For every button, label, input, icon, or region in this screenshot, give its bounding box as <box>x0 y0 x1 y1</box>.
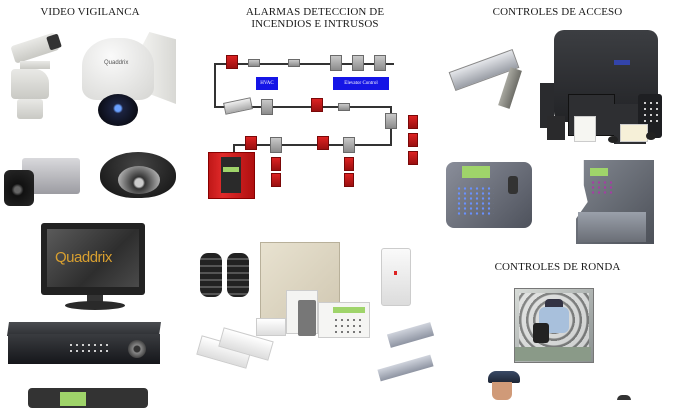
small-reader <box>547 116 565 140</box>
mini-dome-lens <box>118 166 160 194</box>
section-title-rounds: CONTROLES DE RONDA <box>494 261 621 273</box>
alarm-keypad <box>318 302 370 338</box>
beam-sensor <box>200 253 222 297</box>
control-module <box>385 113 397 129</box>
dome-camera-housing <box>82 38 154 100</box>
dvr-jog-dial <box>128 340 146 358</box>
diagram-wire <box>214 63 394 65</box>
pir-motion-sensor <box>381 248 411 306</box>
ptz-keyboard-image <box>28 388 148 408</box>
hand-reader-lcd <box>590 168 608 176</box>
dome-camera-image: Quaddrix <box>80 30 180 130</box>
section-title-alarms-line1: ALARMAS DETECCION DE <box>245 6 385 18</box>
horn-strobe <box>271 173 281 187</box>
monitor-neck <box>87 295 103 303</box>
magnetic-lock-image <box>448 40 528 110</box>
proximity-card <box>620 124 648 142</box>
smoke-module <box>248 59 260 67</box>
mini-dome-camera-image <box>100 150 180 202</box>
fingerprint-terminal-image <box>444 160 536 230</box>
diagram-wire <box>214 63 216 107</box>
fingerprint-terminal-keypad <box>456 186 494 216</box>
panel-center <box>221 157 241 193</box>
horn-strobe <box>344 157 354 171</box>
monitor-stand <box>65 301 125 310</box>
dome-camera-lens <box>98 94 138 126</box>
diagram-wire <box>214 106 390 108</box>
ptz-camera-bracket <box>20 61 50 69</box>
monitor-image: Quaddrix <box>35 221 147 313</box>
dvr-recorder-image <box>7 318 163 370</box>
overhead-door-contact <box>377 354 434 382</box>
keypad-keys <box>333 317 365 333</box>
fire-alarm-network-diagram: HVAC Elevator Control <box>200 45 440 205</box>
dome-camera-logo: Quaddrix <box>104 60 129 66</box>
section-title-alarms: ALARMAS DETECCION DE INCENDIOS E INTRUSO… <box>230 6 400 30</box>
beam-detector <box>223 97 253 115</box>
hand-geometry-reader-image <box>570 160 658 245</box>
keypad-reader <box>638 94 662 138</box>
hvac-box: HVAC <box>256 77 278 90</box>
fingerprint-scanner <box>508 176 518 194</box>
card-reader <box>298 300 316 336</box>
horn-strobe <box>344 173 354 187</box>
guard-photo <box>514 288 594 363</box>
horn-strobe <box>408 151 418 165</box>
pull-station <box>226 55 238 69</box>
keypad-display <box>333 307 365 313</box>
control-module <box>330 55 342 71</box>
smoke-module <box>288 59 300 67</box>
panel-display <box>223 167 239 172</box>
ptz-camera-body <box>11 69 49 99</box>
control-module <box>261 99 273 115</box>
pull-station <box>245 136 257 150</box>
horn-strobe <box>408 115 418 129</box>
overhead-door-contact <box>386 322 435 348</box>
fire-alarm-control-panel <box>208 152 255 199</box>
guard-boots <box>533 323 549 343</box>
horn-strobe <box>271 157 281 171</box>
fingerprint-terminal-lcd <box>462 166 490 178</box>
diagram-wire <box>233 144 392 146</box>
pull-station <box>311 98 323 112</box>
section-title-video: VIDEO VIGILANCA <box>40 6 140 18</box>
guard-portrait <box>488 371 520 400</box>
elevator-control-box: Elevator Control <box>333 77 389 90</box>
box-camera-lens <box>4 170 34 206</box>
control-module <box>374 55 386 71</box>
control-module <box>352 55 364 71</box>
guard-cap <box>545 299 563 307</box>
box-camera-image <box>2 152 82 217</box>
horn-strobe <box>408 133 418 147</box>
small-sensor <box>256 318 286 336</box>
hand-reader-platen <box>578 212 646 242</box>
ptz-camera-base <box>17 99 43 119</box>
hand-reader-keypad <box>590 180 614 196</box>
section-title-alarms-line2: INCENDIOS E INTRUSOS <box>251 18 379 30</box>
monitor-screen <box>47 229 139 287</box>
smoke-module <box>338 103 350 111</box>
control-module <box>343 137 355 153</box>
ptz-camera-image <box>8 32 63 123</box>
beam-sensor <box>227 253 249 297</box>
tour-wand-icon <box>617 395 631 400</box>
intrusion-products-image <box>190 238 445 400</box>
pull-station <box>317 136 329 150</box>
keypad-reader-keys <box>642 100 658 122</box>
reader-badge <box>614 60 630 65</box>
key-fob <box>646 132 656 140</box>
diagram-wire <box>390 123 392 145</box>
floor <box>515 347 591 361</box>
key-fob <box>608 136 618 143</box>
dvr-buttons <box>68 342 112 356</box>
section-title-access: CONTROLES DE ACCESO <box>492 6 623 18</box>
control-module <box>270 137 282 153</box>
guard-portrait-face <box>492 382 512 400</box>
monitor-logo: Quaddrix <box>55 249 112 266</box>
ptz-keyboard-lcd <box>60 392 86 406</box>
pir-led <box>394 271 397 275</box>
id-card <box>574 116 596 142</box>
access-readers-image <box>540 28 664 152</box>
guard-portrait-cap <box>488 371 520 383</box>
